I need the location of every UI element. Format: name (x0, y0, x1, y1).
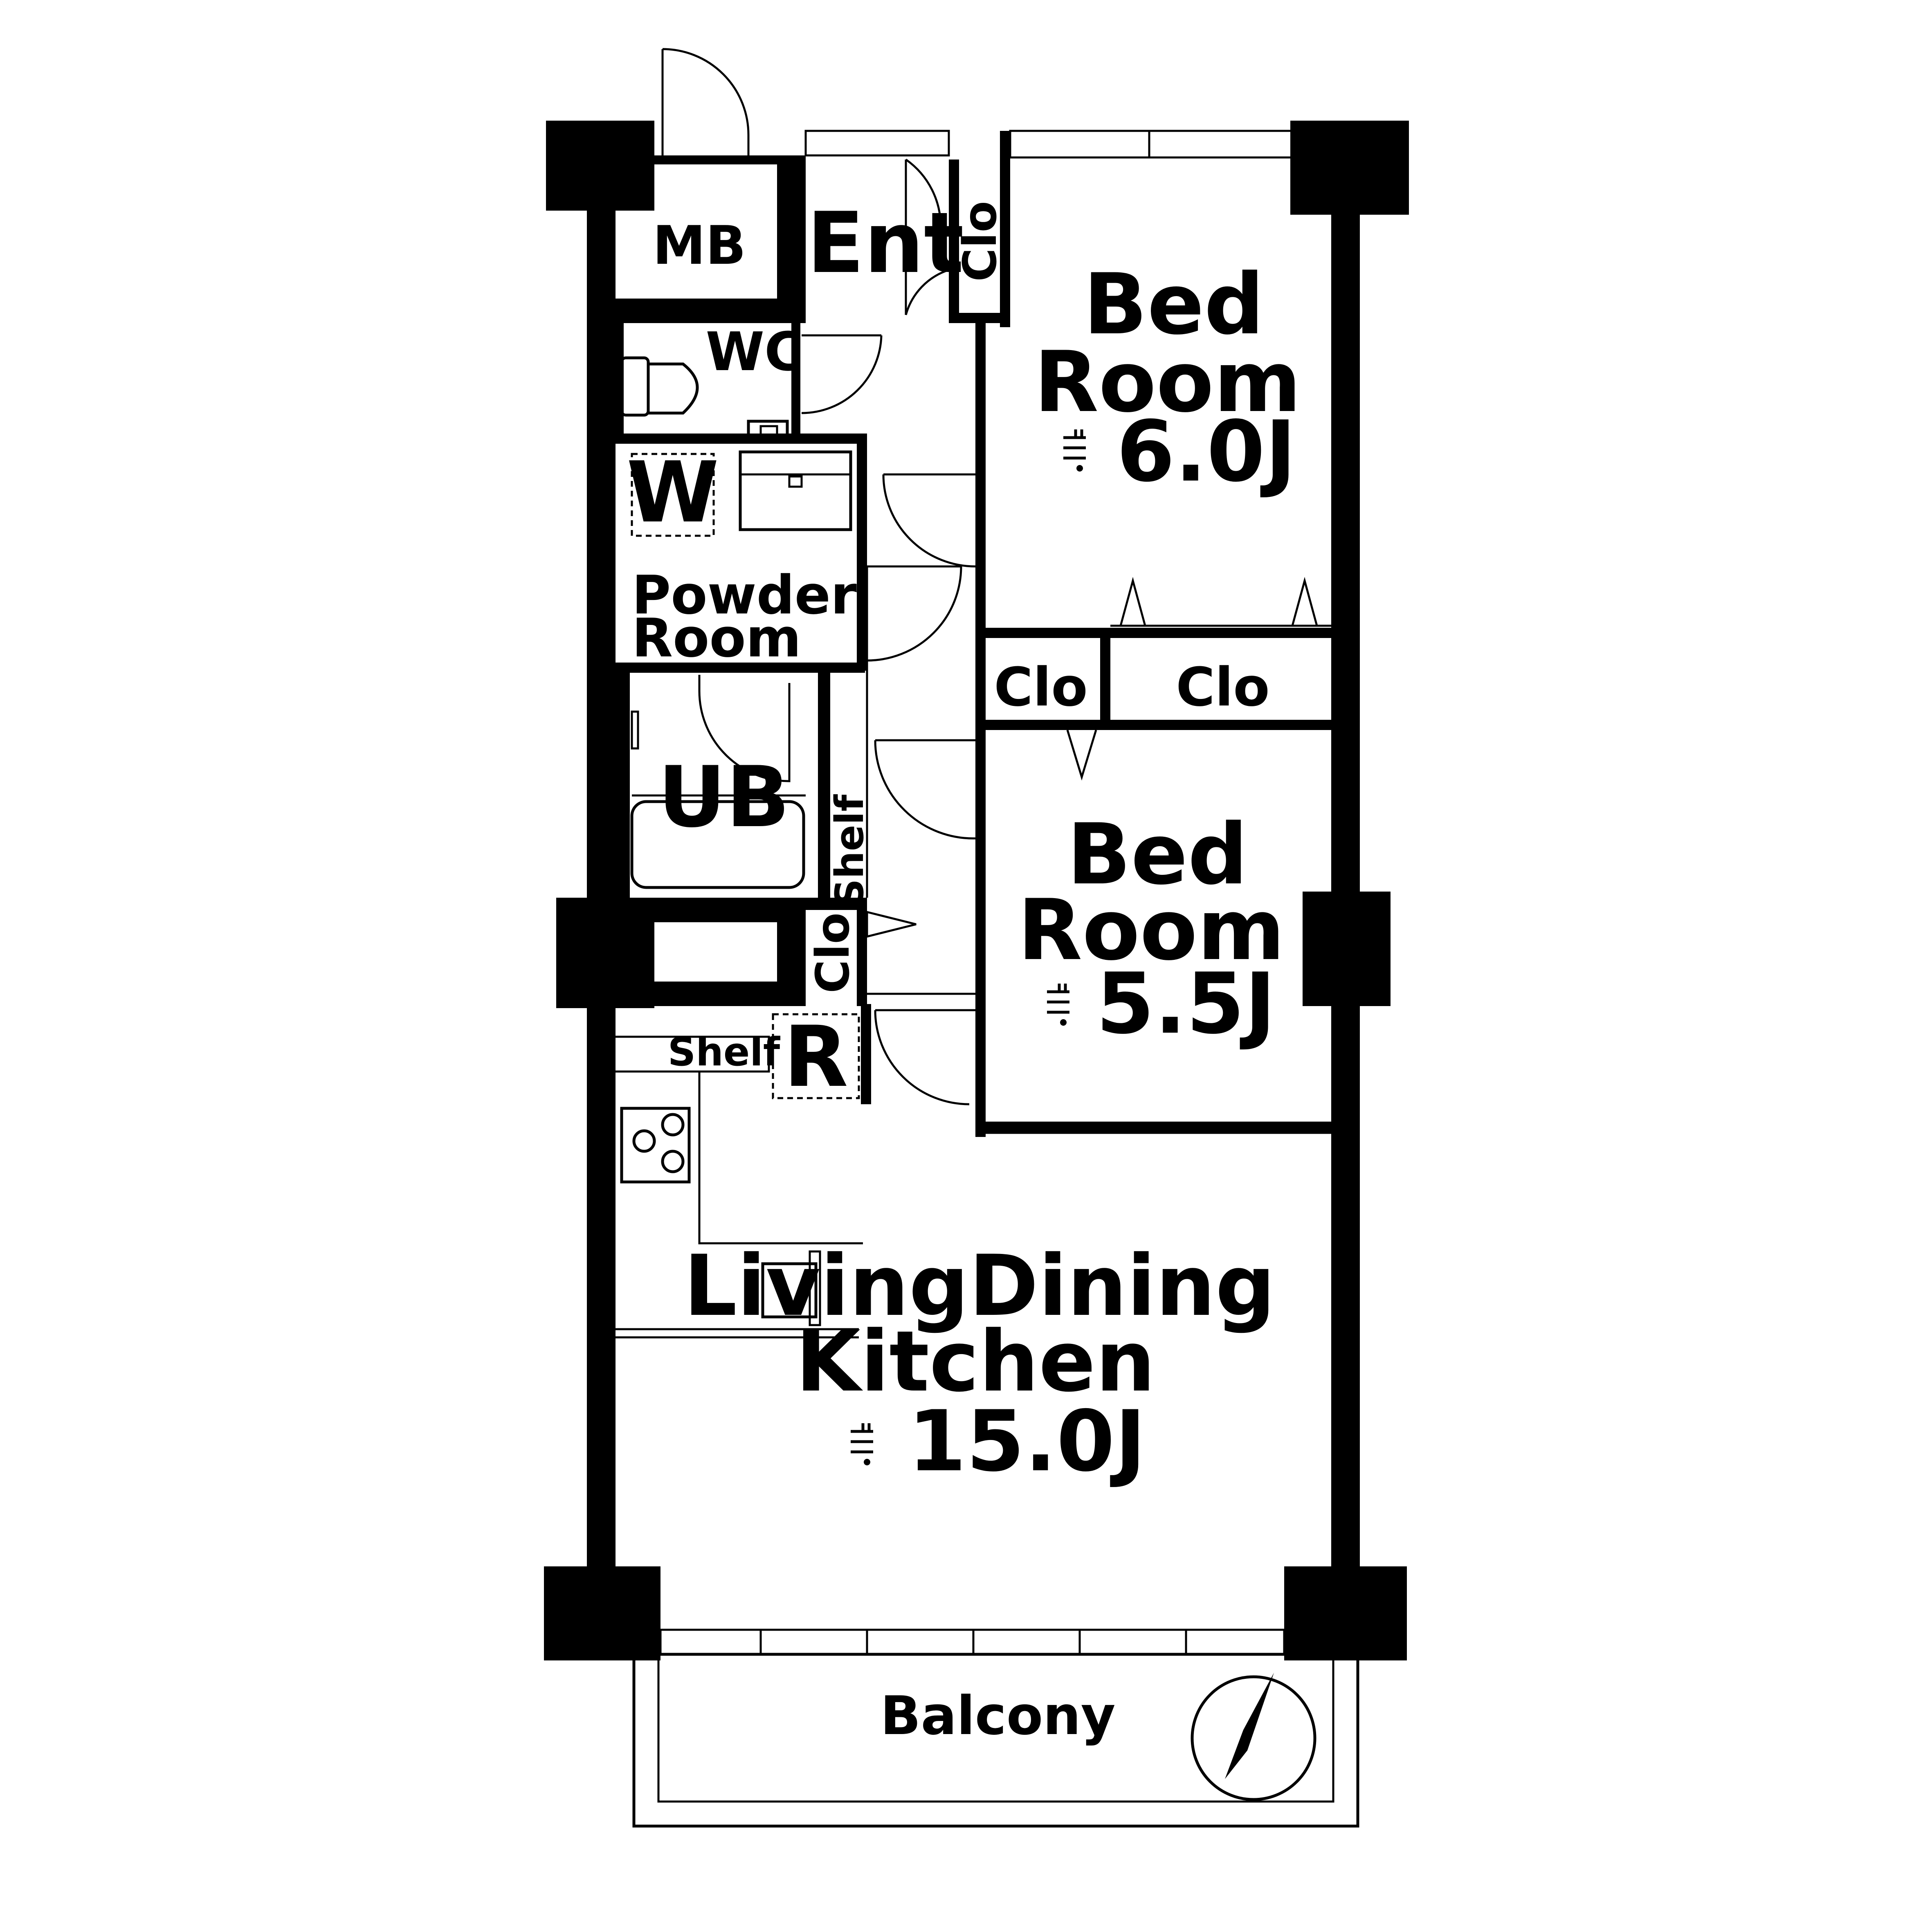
balcony-inner (657, 1653, 1334, 1803)
bedroom1-closet-left-label: Clo (994, 656, 1087, 718)
pillar-bottom-left (544, 1566, 660, 1660)
bedroom2-bottom-wall (979, 1123, 1339, 1133)
entrance-label: Ent (807, 195, 964, 292)
bedroom2-label-line1: Bed (1067, 806, 1248, 903)
toilet-icon (620, 356, 699, 417)
bedroom1-label-line1: Bed (1083, 256, 1264, 353)
powder-room-label-line1: Powder (632, 564, 857, 626)
closet-door-marker-lower (1066, 730, 1097, 781)
washer-label: W (627, 444, 719, 541)
entrance-closet-wall-right (1000, 131, 1010, 327)
tatami-area-icon (1063, 429, 1086, 472)
hall-closet-wall-right (777, 898, 806, 1006)
bedroom1-door-swing (882, 473, 976, 568)
mb-right-wall (777, 155, 806, 311)
bedroom2-label-line2: Room (1018, 882, 1285, 979)
bedroom2-left-wall (975, 728, 986, 1137)
tatami-area-icon (1047, 984, 1069, 1026)
ub-door-swing (698, 675, 791, 782)
wc-label: WC (706, 321, 804, 383)
kitchen-counter (616, 1070, 863, 1245)
ub-right-wall (818, 671, 830, 908)
front-door-swing (661, 48, 750, 155)
north-arrow-compass-icon (1191, 1673, 1316, 1801)
entrance-closet-wall-left (949, 160, 959, 323)
bedroom1-size: 6.0J (1117, 403, 1296, 501)
exterior-wall-left (587, 204, 616, 1579)
hall-shelf-label: Shelf (827, 794, 872, 907)
ldk-label-line2: Kitchen (795, 1313, 1155, 1411)
powder-room-label-line2: Room (632, 607, 801, 669)
window-entrance (804, 130, 950, 157)
ub-left-wall (613, 663, 630, 908)
ldk-label-line1: LivingDining (684, 1238, 1276, 1335)
refrigerator-area (772, 1013, 860, 1099)
wash-basin-icon (739, 450, 852, 531)
bedroom2-size: 5.5J (1096, 955, 1276, 1053)
bathtub-icon (630, 710, 806, 889)
ldk-size: 15.0J (908, 1393, 1146, 1490)
bedroom2-sliding-door (984, 1121, 1334, 1134)
window-bedroom1 (1009, 130, 1298, 159)
pillar-top-left (546, 121, 654, 211)
washer-area (631, 453, 715, 537)
refrigerator-label: R (784, 1009, 848, 1106)
wc-bottom-wall (613, 434, 867, 444)
closet-door-marker-left (1119, 577, 1146, 626)
bedroom-closet-divider (1100, 628, 1110, 730)
hall-closet-door-marker (866, 910, 917, 938)
tatami-area-icon (851, 1423, 873, 1465)
wc-sink-icon (747, 420, 789, 441)
kitchen-shelf-label: Shelf (668, 1030, 781, 1075)
exterior-wall-right (1331, 204, 1360, 1579)
pillar-bottom-right (1284, 1566, 1407, 1660)
balcony-label: Balcony (880, 1685, 1115, 1747)
bedroom1-closet-right-label: Clo (1176, 656, 1269, 718)
bedroom-closet-bottom-wall (979, 720, 1339, 730)
bedroom1-label-line2: Room (1034, 334, 1301, 431)
kitchen-sink-icon (761, 1250, 821, 1326)
hall-closet-wall-right2 (857, 898, 867, 1006)
meter-box-label: MB (653, 214, 746, 276)
powder-right-wall (857, 434, 867, 671)
entrance-door-swing (905, 158, 942, 254)
top-wall-mb (650, 155, 806, 164)
bedroom-closet-top-wall (979, 628, 1339, 638)
closet-door-marker-right (1291, 577, 1318, 626)
bedroom2-door-swing (874, 739, 976, 840)
pillar-top-right (1290, 121, 1409, 215)
entrance-door-swing-2 (905, 254, 949, 315)
wc-right-wall (791, 319, 800, 442)
unit-bath-label: UB (658, 749, 790, 846)
ldk-door-swing (874, 1009, 975, 1105)
fridge-wall (861, 1004, 871, 1104)
hall-closet-label: Clo (806, 912, 860, 993)
entrance-closet-label: Clo (954, 201, 1007, 282)
powder-door-swing (867, 565, 962, 662)
stove-icon (620, 1107, 691, 1184)
wc-door-swing (801, 334, 883, 414)
mb-bottom-wall (613, 299, 806, 323)
